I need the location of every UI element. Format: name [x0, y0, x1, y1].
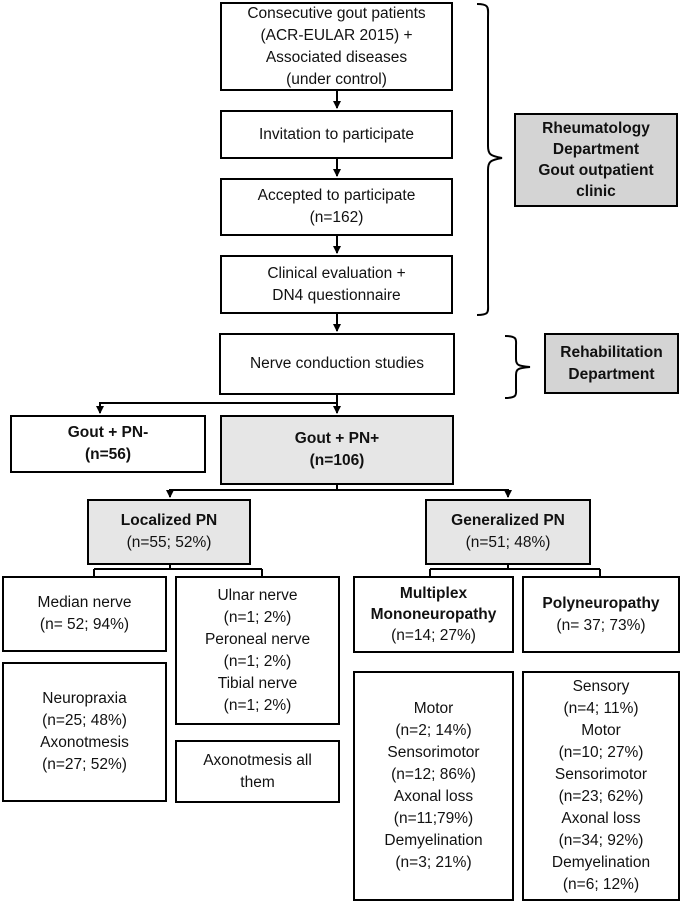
text-line: Peroneal nerve: [204, 630, 311, 648]
box-multiplex-details: Motor (n=2; 14%) Sensorimotor (n=12; 86%…: [353, 671, 514, 901]
text-line: (n=14; 27%): [391, 627, 476, 644]
text-line: Department: [552, 141, 640, 158]
text-line: Invitation to participate: [258, 125, 415, 143]
text-line: Clinical evaluation +: [267, 264, 406, 282]
text-line: Consecutive gout patients: [247, 4, 426, 22]
text-line: Axonotmesis all: [203, 751, 312, 769]
text-line: Accepted to participate: [257, 187, 416, 204]
text-line: (n= 52; 94%): [39, 616, 130, 633]
text-line: (n=4; 11%): [563, 700, 639, 717]
box-nerve-conduction: Nerve conduction studies: [219, 333, 455, 395]
text-line: Multiplex: [399, 585, 468, 602]
text-line: Rehabilitation: [560, 343, 663, 361]
text-line: Mononeuropathy: [370, 606, 497, 623]
box-rehabilitation-department: Rehabilitation Department: [544, 333, 679, 394]
text-line: Demyelination: [551, 854, 651, 871]
text-line: (n=55; 52%): [126, 534, 212, 551]
box-gout-pn-positive: Gout + PN+ (n=106): [220, 415, 454, 485]
text-line: (n=1; 2%): [223, 652, 292, 670]
box-rheumatology-department: Rheumatology Department Gout outpatient …: [514, 113, 678, 207]
text-line: (n= 37; 73%): [556, 616, 646, 634]
text-line: (n=3; 21%): [395, 854, 472, 871]
box-polyneuropathy-details: Sensory (n=4; 11%) Motor (n=10; 27%) Sen…: [522, 671, 680, 901]
box-median-nerve: Median nerve (n= 52; 94%): [2, 576, 167, 652]
text-line: (n=106): [309, 452, 365, 469]
box-ulnar-peroneal-tibial: Ulnar nerve (n=1; 2%) Peroneal nerve (n=…: [175, 576, 340, 725]
text-line: Rheumatology: [542, 120, 650, 137]
text-line: Localized PN: [120, 512, 218, 529]
text-line: Gout + PN+: [294, 430, 380, 447]
text-line: (under control): [286, 70, 387, 88]
box-generalized-pn: Generalized PN (n=51; 48%): [425, 499, 591, 565]
arrow-pnpos-generalized: [337, 489, 512, 498]
box-axonotmesis-all: Axonotmesis all them: [175, 740, 340, 803]
text-line: (n=6; 12%): [562, 876, 640, 893]
box-clinical-evaluation: Clinical evaluation + DN4 questionnaire: [220, 255, 453, 314]
text-line: Sensorimotor: [387, 744, 480, 761]
text-line: Motor: [581, 722, 621, 739]
arrow-pnpos-localized: [166, 483, 338, 498]
text-line: (n=12; 86%): [391, 766, 476, 783]
text-line: Gout + PN-: [67, 424, 149, 441]
text-line: Department: [568, 365, 655, 383]
text-line: Generalized PN: [451, 512, 565, 529]
text-line: Sensorimotor: [554, 766, 648, 783]
text-line: (n=1; 2%): [223, 696, 292, 714]
text-line: (n=11;79%): [393, 810, 474, 827]
text-line: (n=27; 52%): [42, 756, 127, 773]
text-line: (n=162): [309, 209, 364, 226]
box-multiplex-mononeuropathy: Multiplex Mononeuropathy (n=14; 27%): [353, 576, 514, 653]
text-line: Tibial nerve: [217, 674, 298, 692]
text-line: Axonal loss: [561, 810, 641, 827]
text-line: Gout outpatient: [538, 162, 654, 179]
text-line: (n=25; 48%): [42, 712, 127, 729]
brace-rehabilitation: [504, 335, 531, 399]
box-polyneuropathy: Polyneuropathy (n= 37; 73%): [522, 576, 680, 653]
text-line: Demyelination: [384, 832, 483, 849]
text-line: Sensory: [572, 678, 630, 695]
box-consecutive-patients: Consecutive gout patients (ACR-EULAR 201…: [220, 2, 453, 91]
brace-rheumatology: [476, 3, 503, 316]
text-line: (n=2; 14%): [395, 722, 472, 739]
text-line: DN4 questionnaire: [272, 286, 401, 304]
text-line: Associated diseases: [265, 48, 408, 66]
text-line: Polyneuropathy: [542, 594, 660, 612]
box-neuropraxia-axonotmesis: Neuropraxia (n=25; 48%) Axonotmesis (n=2…: [2, 662, 167, 802]
text-line: (n=1; 2%): [223, 608, 292, 626]
text-line: them: [240, 773, 275, 791]
box-gout-pn-negative: Gout + PN- (n=56): [10, 415, 206, 473]
text-line: (n=23; 62%): [558, 788, 644, 805]
text-line: Nerve conduction studies: [249, 355, 425, 372]
box-accepted: Accepted to participate (n=162): [220, 178, 453, 236]
text-line: (ACR-EULAR 2015) +: [260, 26, 413, 44]
text-line: (n=56): [84, 446, 132, 463]
text-line: Neuropraxia: [42, 690, 127, 707]
arrow-ncs-pnneg: [96, 393, 338, 414]
text-line: clinic: [576, 183, 616, 200]
box-invitation: Invitation to participate: [220, 110, 453, 159]
box-localized-pn: Localized PN (n=55; 52%): [87, 499, 251, 565]
text-line: Axonal loss: [393, 788, 474, 805]
text-line: (n=51; 48%): [465, 534, 551, 551]
text-line: Axonotmesis: [40, 734, 129, 751]
text-line: Ulnar nerve: [217, 586, 298, 604]
text-line: (n=34; 92%): [558, 832, 644, 849]
text-line: Median nerve: [37, 594, 132, 611]
text-line: Motor: [413, 700, 454, 717]
text-line: (n=10; 27%): [558, 744, 644, 761]
